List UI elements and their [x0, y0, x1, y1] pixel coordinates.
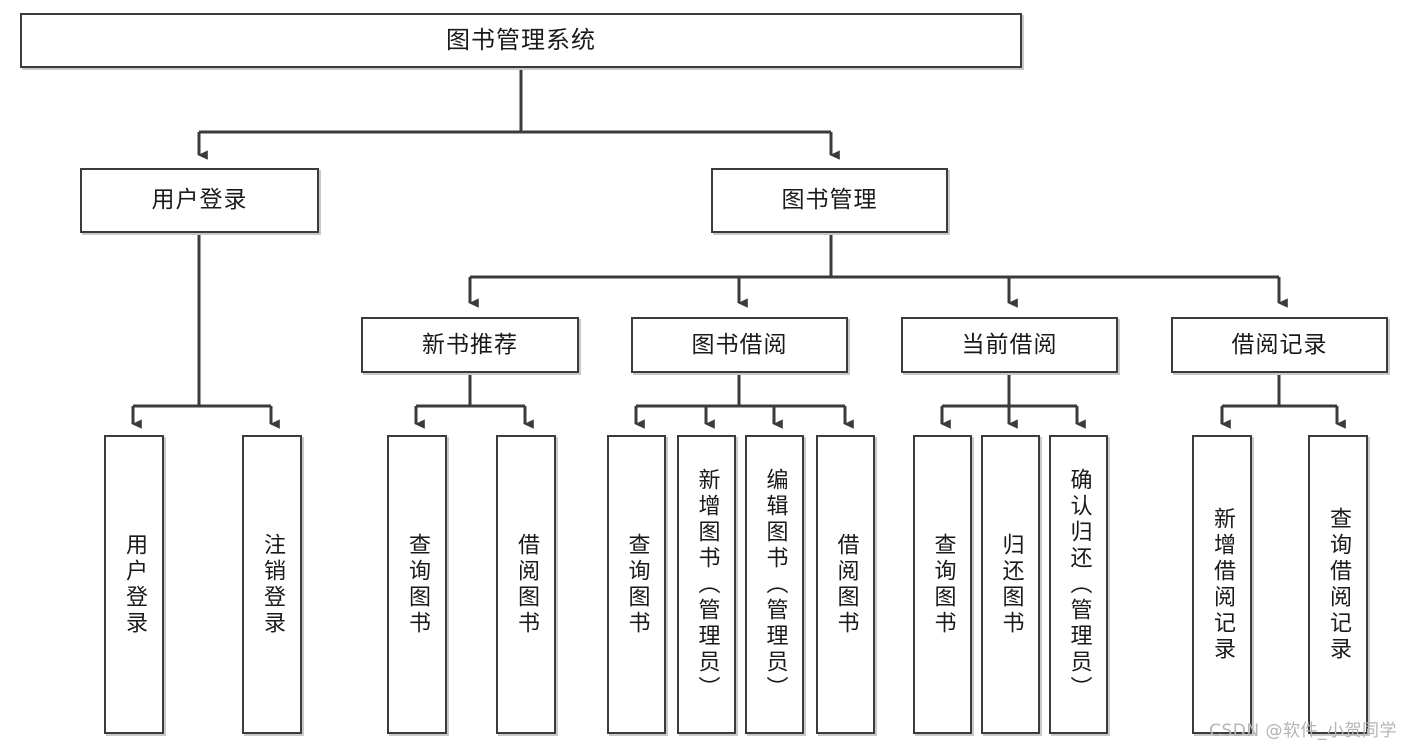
node-label: 查询借阅记录: [1326, 506, 1351, 663]
node-leaf-edit-book-admin[interactable]: 编辑图书（管理员）: [745, 435, 804, 734]
csdn-watermark: CSDN @软件_小贺同学: [1209, 721, 1397, 741]
node-user-login[interactable]: 用户登录: [80, 168, 319, 233]
node-label: 用户登录: [122, 532, 147, 637]
node-label: 归还图书: [998, 532, 1024, 637]
node-label: 新增借阅记录: [1210, 506, 1235, 663]
node-leaf-query-book-1[interactable]: 查询图书: [387, 435, 447, 734]
node-label: 用户登录: [151, 187, 248, 214]
node-leaf-user-login[interactable]: 用户登录: [104, 435, 164, 734]
node-label: 查询图书: [405, 532, 430, 637]
node-book-borrow[interactable]: 图书借阅: [631, 317, 848, 373]
node-label: 查询图书: [930, 532, 956, 637]
node-label: 图书管理: [781, 187, 878, 214]
node-label: 图书管理系统: [446, 25, 596, 54]
node-label: 借阅图书: [833, 532, 859, 637]
node-leaf-confirm-return-admin[interactable]: 确认归还（管理员）: [1049, 435, 1108, 734]
node-label: 图书借阅: [691, 331, 788, 358]
node-leaf-logout-login[interactable]: 注销登录: [242, 435, 302, 734]
node-label: 借阅图书: [514, 532, 539, 637]
node-book-management[interactable]: 图书管理: [711, 168, 948, 233]
node-book-management-system[interactable]: 图书管理系统: [20, 13, 1022, 68]
node-label: 编辑图书（管理员）: [762, 467, 788, 702]
node-label: 当前借阅: [961, 331, 1058, 358]
node-leaf-add-book-admin[interactable]: 新增图书（管理员）: [677, 435, 736, 734]
node-label: 借阅记录: [1231, 331, 1328, 358]
node-label: 新增图书（管理员）: [694, 467, 720, 702]
node-current-borrow[interactable]: 当前借阅: [901, 317, 1118, 373]
node-leaf-query-book-2[interactable]: 查询图书: [607, 435, 666, 734]
node-new-book-recommend[interactable]: 新书推荐: [361, 317, 579, 373]
node-leaf-query-borrow-record[interactable]: 查询借阅记录: [1308, 435, 1368, 734]
node-leaf-borrow-book-2[interactable]: 借阅图书: [816, 435, 875, 734]
node-label: 新书推荐: [422, 331, 518, 358]
node-leaf-return-book[interactable]: 归还图书: [981, 435, 1040, 734]
node-label: 确认归还（管理员）: [1066, 467, 1092, 702]
node-leaf-query-book-3[interactable]: 查询图书: [913, 435, 972, 734]
node-label: 查询图书: [624, 532, 650, 637]
node-label: 注销登录: [260, 532, 285, 637]
node-leaf-borrow-book-1[interactable]: 借阅图书: [496, 435, 556, 734]
node-borrow-record[interactable]: 借阅记录: [1171, 317, 1388, 373]
node-leaf-add-borrow-record[interactable]: 新增借阅记录: [1192, 435, 1252, 734]
